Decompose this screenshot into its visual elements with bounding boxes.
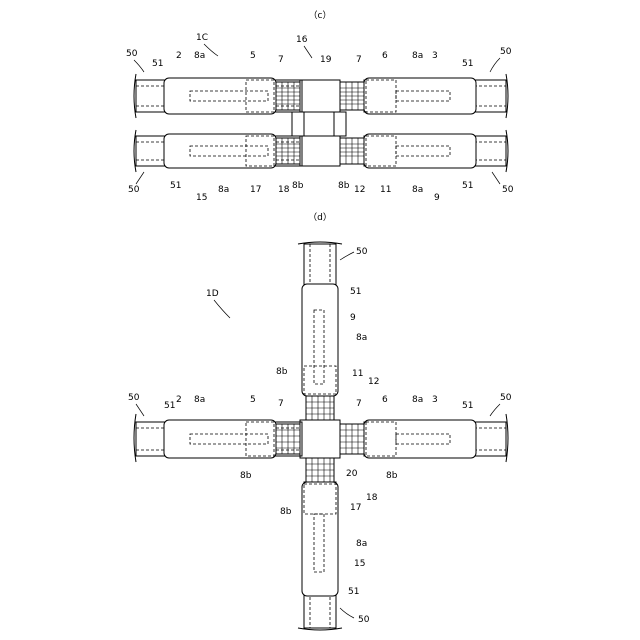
svg-text:19: 19 xyxy=(320,55,332,65)
svg-text:11: 11 xyxy=(352,369,363,379)
svg-text:8a: 8a xyxy=(412,395,423,405)
panel-d-bottom-arm xyxy=(298,458,342,630)
body-19 xyxy=(300,80,340,112)
svg-text:50: 50 xyxy=(128,185,140,195)
svg-text:8a: 8a xyxy=(356,333,367,343)
svg-text:6: 6 xyxy=(382,51,388,61)
label-1d: 1D xyxy=(206,289,219,299)
svg-text:51: 51 xyxy=(350,287,361,297)
svg-text:6: 6 xyxy=(382,395,388,405)
panel-d-horizontal-row xyxy=(134,414,508,462)
svg-text:15: 15 xyxy=(196,193,207,203)
connector-3-d xyxy=(364,420,476,458)
connector-2-d xyxy=(164,420,276,458)
svg-text:50: 50 xyxy=(356,247,368,257)
svg-text:8a: 8a xyxy=(194,51,205,61)
connector-9-d xyxy=(302,284,338,396)
svg-text:2: 2 xyxy=(176,51,182,61)
svg-text:8b: 8b xyxy=(292,181,304,191)
svg-text:12: 12 xyxy=(368,377,379,387)
svg-text:8a: 8a xyxy=(356,539,367,549)
svg-text:9: 9 xyxy=(434,193,440,203)
svg-text:51: 51 xyxy=(170,181,181,191)
svg-text:5: 5 xyxy=(250,395,256,405)
svg-text:50: 50 xyxy=(358,615,370,625)
panel-c-lower-row xyxy=(134,130,508,172)
svg-text:17: 17 xyxy=(250,185,261,195)
panel-d-top-arm xyxy=(298,242,342,420)
svg-text:3: 3 xyxy=(432,51,438,61)
svg-text:51: 51 xyxy=(462,401,473,411)
svg-text:51: 51 xyxy=(152,59,163,69)
svg-text:50: 50 xyxy=(502,185,514,195)
connector-9 xyxy=(364,134,476,168)
svg-text:8a: 8a xyxy=(412,185,423,195)
svg-text:11: 11 xyxy=(380,185,391,195)
caption-c: （c） xyxy=(309,10,332,21)
panel-c: （c） xyxy=(126,10,514,203)
svg-text:51: 51 xyxy=(462,59,473,69)
svg-text:16: 16 xyxy=(296,35,308,45)
connector-15-d xyxy=(302,482,338,596)
svg-text:2: 2 xyxy=(176,395,182,405)
svg-text:18: 18 xyxy=(278,185,290,195)
svg-text:51: 51 xyxy=(348,587,359,597)
svg-text:8b: 8b xyxy=(280,507,292,517)
connector-15 xyxy=(164,134,276,168)
svg-text:7: 7 xyxy=(356,55,362,65)
body-20 xyxy=(300,420,340,458)
connector-3 xyxy=(364,78,476,114)
svg-text:17: 17 xyxy=(350,503,361,513)
svg-text:7: 7 xyxy=(278,399,284,409)
panel-d: （d） 1D xyxy=(128,212,512,630)
svg-text:8a: 8a xyxy=(412,51,423,61)
svg-text:7: 7 xyxy=(278,55,284,65)
svg-text:50: 50 xyxy=(128,393,140,403)
svg-text:5: 5 xyxy=(250,51,256,61)
svg-text:3: 3 xyxy=(432,395,438,405)
svg-text:50: 50 xyxy=(500,393,512,403)
connector-2 xyxy=(164,78,276,114)
caption-d: （d） xyxy=(308,212,332,223)
svg-text:7: 7 xyxy=(356,399,362,409)
svg-text:12: 12 xyxy=(354,185,365,195)
svg-text:8b: 8b xyxy=(240,471,252,481)
label-1c: 1C xyxy=(196,33,208,43)
panel-c-upper-row xyxy=(134,74,508,118)
svg-text:50: 50 xyxy=(126,49,138,59)
svg-text:8b: 8b xyxy=(276,367,288,377)
svg-text:8b: 8b xyxy=(338,181,350,191)
svg-text:8a: 8a xyxy=(218,185,229,195)
svg-text:9: 9 xyxy=(350,313,356,323)
svg-text:50: 50 xyxy=(500,47,512,57)
panel-c-labels: 1C 50 51 2 8a 5 7 16 19 7 6 8a 3 51 50 5… xyxy=(126,33,514,203)
svg-text:15: 15 xyxy=(354,559,365,569)
svg-text:8b: 8b xyxy=(386,471,398,481)
svg-text:18: 18 xyxy=(366,493,378,503)
svg-text:51: 51 xyxy=(164,401,175,411)
svg-text:51: 51 xyxy=(462,181,473,191)
svg-text:20: 20 xyxy=(346,469,358,479)
svg-text:8a: 8a xyxy=(194,395,205,405)
